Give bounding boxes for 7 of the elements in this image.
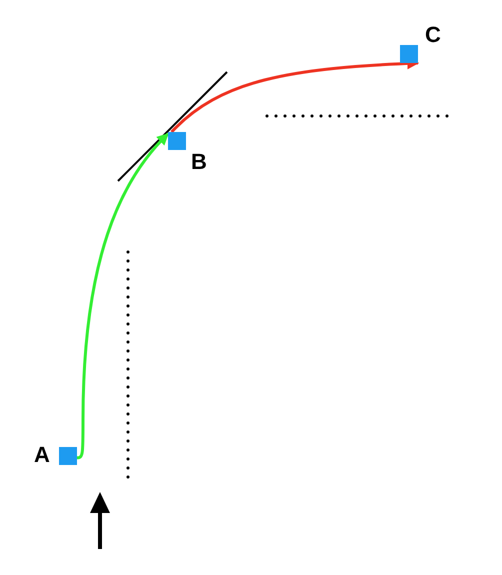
- point-label: A: [34, 444, 50, 466]
- point-label: B: [191, 151, 207, 173]
- curved-arrow: [76, 132, 170, 460]
- square-marker: [168, 132, 186, 150]
- square-marker: [400, 45, 418, 63]
- square-marker: [59, 447, 77, 465]
- point-label: C: [425, 24, 441, 46]
